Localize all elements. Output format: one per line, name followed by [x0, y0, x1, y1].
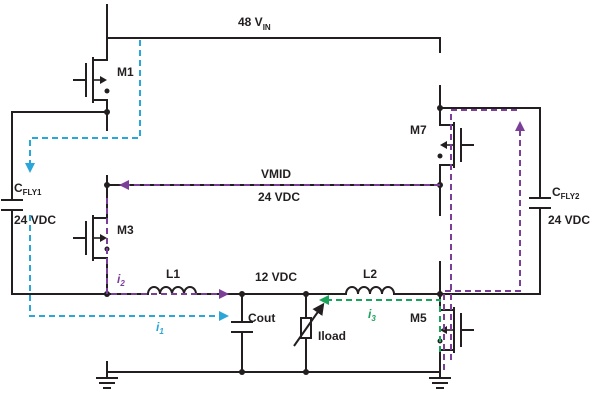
ground-left	[96, 377, 118, 389]
cfly2-voltage: 24 VDC	[548, 213, 590, 227]
current-path-purple	[106, 109, 525, 370]
ground-right	[429, 377, 451, 389]
mosfet-m5	[437, 307, 474, 353]
mosfet-m7	[437, 122, 474, 168]
cfly2-label: CFLY2	[552, 185, 580, 201]
i1-label: i1	[156, 320, 164, 336]
junction-dots	[104, 105, 443, 375]
vin-label: 48 VIN	[238, 15, 271, 32]
l2-label: L2	[363, 267, 377, 281]
cout-label: Cout	[248, 311, 275, 325]
inductor-l2	[344, 286, 396, 296]
current-path-green	[319, 295, 441, 352]
capacitor-cfly1	[1, 199, 23, 211]
capacitor-cfly2	[529, 197, 551, 209]
vmid-voltage: 24 VDC	[258, 190, 300, 204]
i2-label: i2	[117, 272, 125, 288]
capacitor-cout	[231, 321, 253, 333]
vmid-label: VMID	[261, 167, 291, 181]
l1-label: L1	[166, 267, 180, 281]
mosfet-m3	[73, 215, 110, 261]
m1-label: M1	[117, 65, 134, 79]
m7-label: M7	[410, 123, 427, 137]
i3-label: i3	[368, 307, 376, 323]
iload-resistor	[293, 302, 325, 347]
inductor-l1	[146, 286, 198, 296]
output-voltage-label: 12 VDC	[255, 270, 297, 284]
mosfet-m1	[73, 57, 110, 103]
iload-label: Iload	[318, 329, 346, 343]
cfly1-label: CFLY1	[14, 181, 42, 197]
m3-label: M3	[117, 223, 134, 237]
m5-label: M5	[410, 311, 427, 325]
cfly1-voltage: 24 VDC	[14, 213, 56, 227]
current-path-blue	[25, 40, 229, 321]
